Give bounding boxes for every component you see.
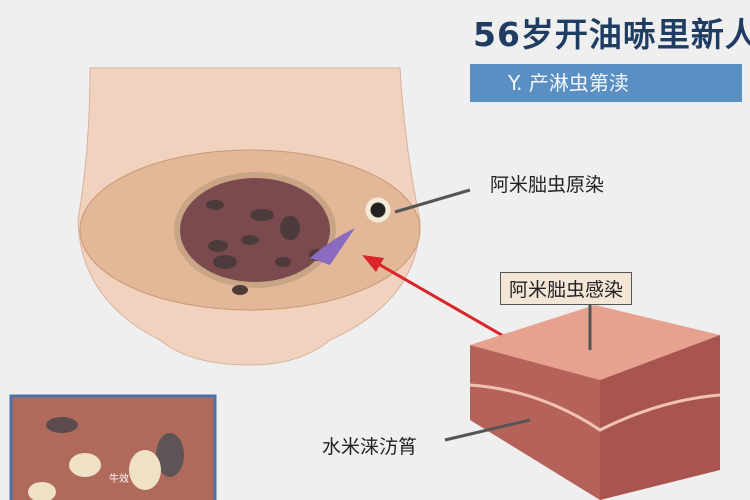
appendix-ring [365,197,391,223]
red-arrow-head [362,255,384,272]
tissue-top [470,305,720,380]
tissue-front [470,345,600,500]
intestine-interior [174,172,336,288]
pointer-origin [394,188,471,214]
page-title: 56岁开油哧里新人 [473,15,750,54]
purple-mass [310,228,355,265]
label-tissue-layer: 水米涞汸筲 [322,436,418,458]
inset-label: 牛效 [109,474,129,485]
subtitle-banner: Y. 产淋虫第渎 [470,64,742,102]
label-amoeba-infection: 阿米胐虫感染 [500,272,633,305]
pointer-tissue [444,418,531,442]
tissue-side [600,335,720,500]
label-amoeba-origin: 阿米胐虫原染 [490,174,605,196]
